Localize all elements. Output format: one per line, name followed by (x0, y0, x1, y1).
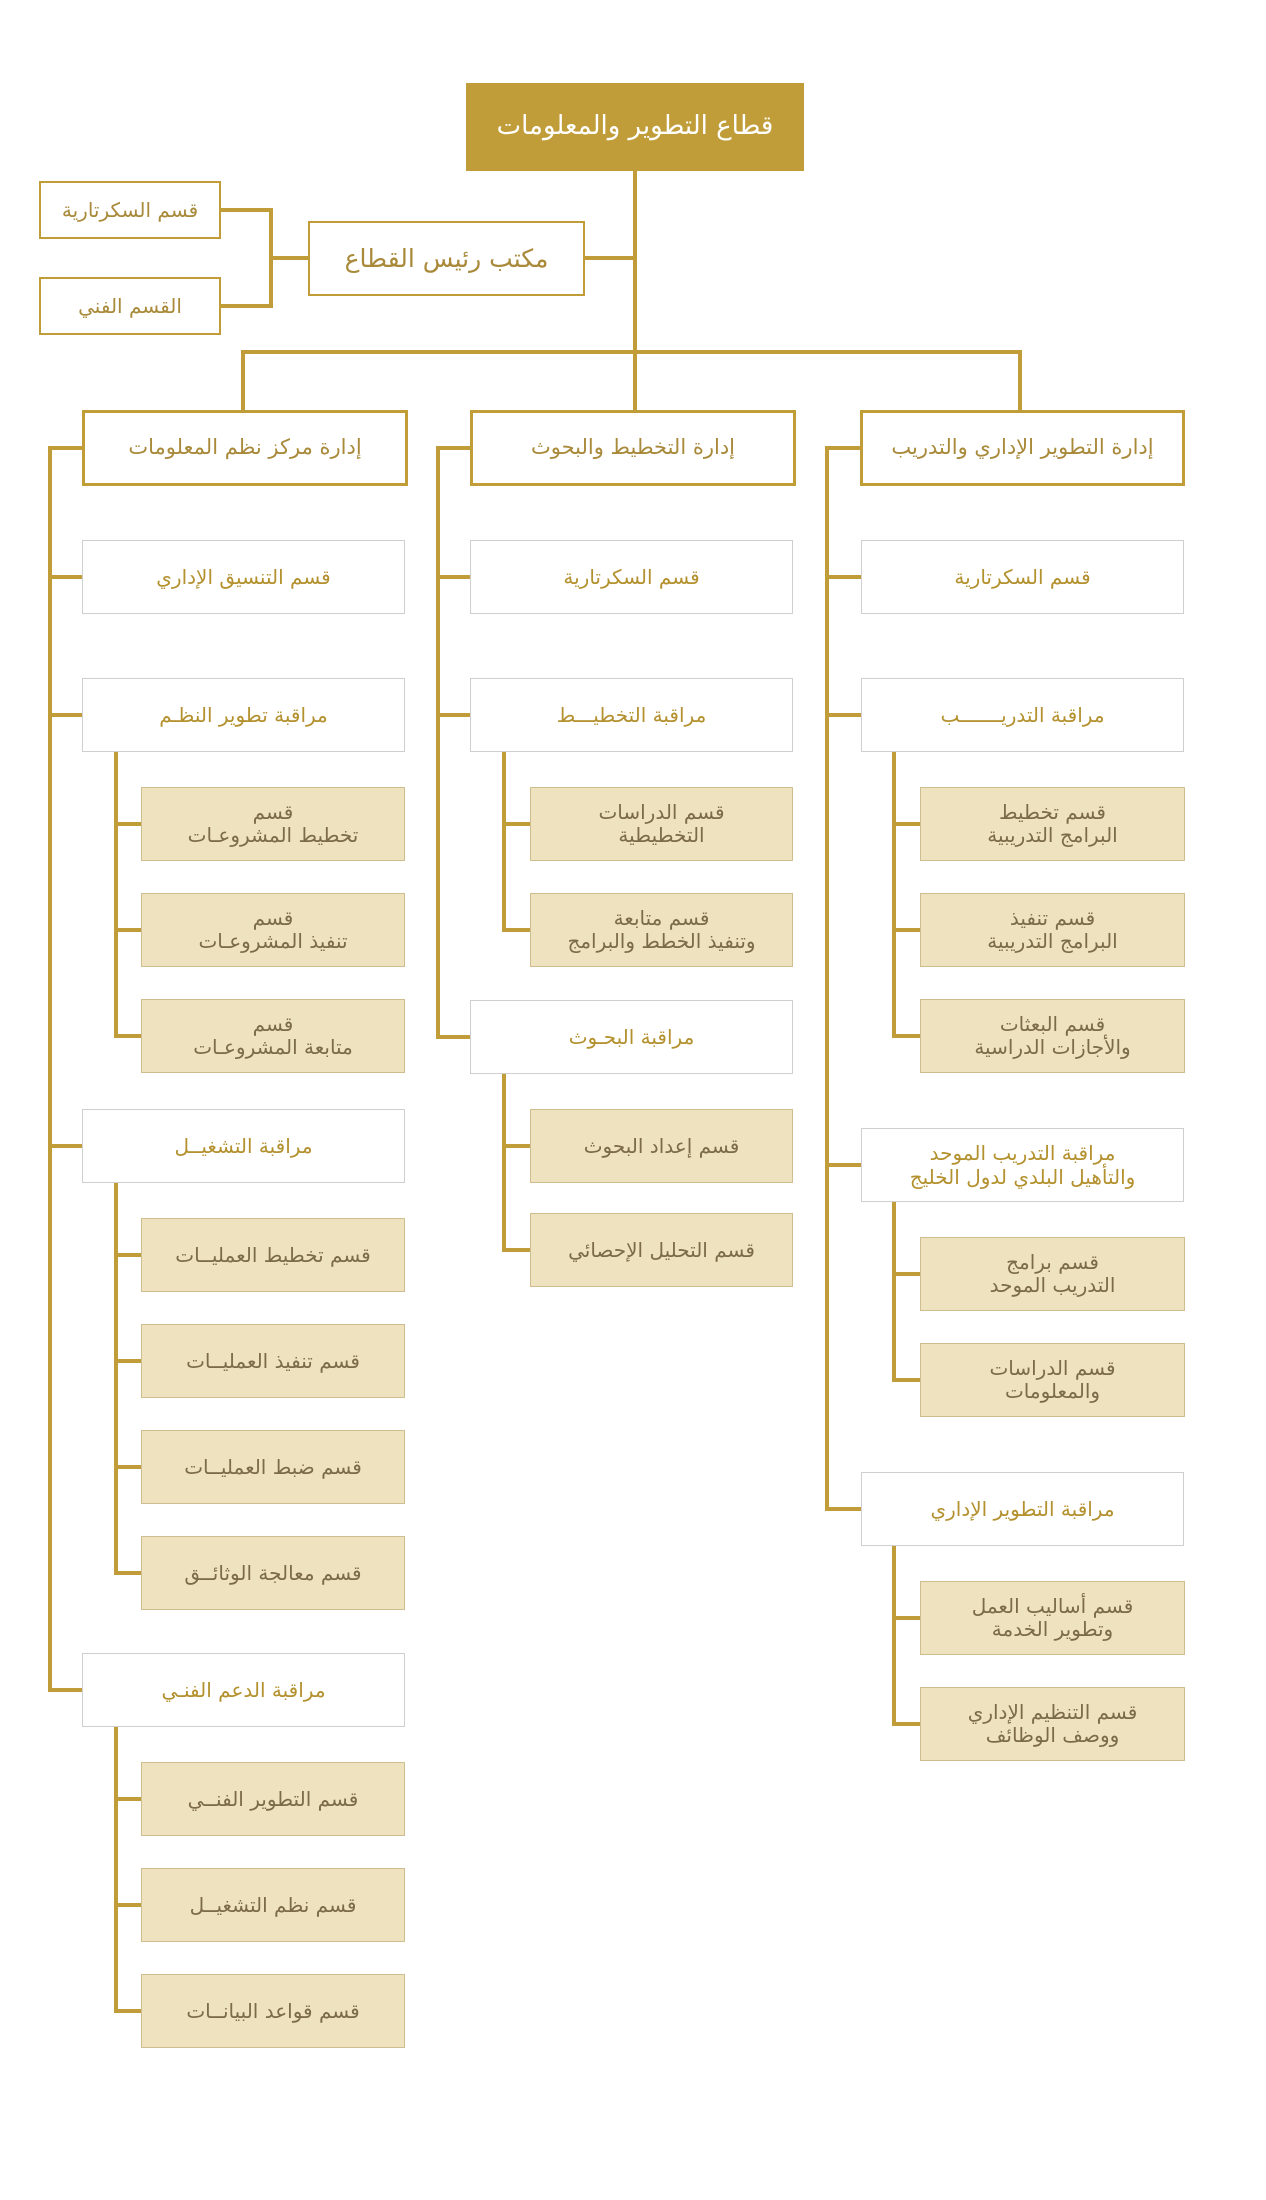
dept-secretary-planning-research[interactable]: قسم السكرتارية (470, 540, 793, 614)
section-box-planning-research-1-0[interactable]: قسم إعداد البحوث (530, 1109, 793, 1183)
unit-box-info-systems-center-2[interactable]: مراقبة الدعم الفنـي (82, 1653, 405, 1727)
dept-box-admin-development-training[interactable]: إدارة التطوير الإداري والتدريب (860, 410, 1185, 486)
section-box-planning-research-1-0-label: قسم إعداد البحوث (583, 1133, 740, 1158)
unit-box-planning-research-1[interactable]: مراقبة البحـوث (470, 1000, 793, 1074)
section-box-info-systems-center-0-2-label: متابعة المشروعـات (193, 1035, 353, 1059)
section-box-admin-development-training-2-1-label: قسم التنظيم الإداري (967, 1700, 1138, 1724)
office-technical-label: القسم الفني (78, 294, 182, 318)
section-box-admin-development-training-1-0-label: التدريب الموحد (989, 1273, 1116, 1297)
section-box-planning-research-0-1-label: وتنفيذ الخطط والبرامج (567, 929, 756, 953)
unit-box-planning-research-0[interactable]: مراقبة التخطيـــط (470, 678, 793, 752)
unit-box-info-systems-center-1-label: مراقبة التشغيــل (174, 1134, 313, 1158)
sector-title: قطاع التطوير والمعلومات (496, 111, 774, 142)
section-box-admin-development-training-0-2-label: والأجازات الدراسية (974, 1035, 1131, 1059)
section-box-info-systems-center-2-1[interactable]: قسم نظم التشغيــل (141, 1868, 405, 1942)
section-box-planning-research-0-0-label: التخطيطية (618, 823, 705, 847)
dept-box-planning-research-label: إدارة التخطيط والبحوث (530, 435, 736, 460)
section-box-info-systems-center-1-1-label: قسم تنفيذ العمليــات (186, 1348, 360, 1373)
section-box-info-systems-center-1-0[interactable]: قسم تخطيط العمليــات (141, 1218, 405, 1292)
section-box-info-systems-center-0-0-label: تخطيط المشروعـات (187, 823, 359, 847)
section-box-admin-development-training-2-0-label: قسم أساليب العمل (971, 1594, 1134, 1618)
section-box-admin-development-training-0-2-label: قسم البعثات (999, 1012, 1106, 1036)
dept-box-planning-research[interactable]: إدارة التخطيط والبحوث (470, 410, 796, 486)
section-box-info-systems-center-1-2-label: قسم ضبط العمليــات (184, 1454, 362, 1479)
sector-root-box[interactable]: قطاع التطوير والمعلومات (466, 83, 804, 171)
section-box-admin-development-training-1-0-label: قسم برامج (1006, 1250, 1099, 1274)
unit-box-admin-development-training-2[interactable]: مراقبة التطوير الإداري (861, 1472, 1184, 1546)
section-box-planning-research-1-1[interactable]: قسم التحليل الإحصائي (530, 1213, 793, 1287)
dept-secretary-info-systems-center[interactable]: قسم التنسيق الإداري (82, 540, 405, 614)
unit-box-admin-development-training-1-label: والتأهيل البلدي لدول الخليج (909, 1165, 1136, 1189)
unit-box-admin-development-training-0[interactable]: مراقبة التدريـــــــب (861, 678, 1184, 752)
section-box-info-systems-center-2-0[interactable]: قسم التطوير الفنــي (141, 1762, 405, 1836)
unit-box-info-systems-center-1[interactable]: مراقبة التشغيــل (82, 1109, 405, 1183)
unit-box-admin-development-training-2-label: مراقبة التطوير الإداري (930, 1497, 1115, 1521)
office-technical-box[interactable]: القسم الفني (39, 277, 221, 335)
section-box-planning-research-1-1-label: قسم التحليل الإحصائي (568, 1237, 755, 1262)
section-box-info-systems-center-2-2[interactable]: قسم قواعد البيانــات (141, 1974, 405, 2048)
section-box-info-systems-center-1-2[interactable]: قسم ضبط العمليــات (141, 1430, 405, 1504)
section-box-info-systems-center-0-0-label: قسم (252, 800, 294, 824)
dept-secretary-admin-development-training-label: قسم السكرتارية (954, 565, 1091, 589)
section-box-info-systems-center-0-2-label: قسم (252, 1012, 294, 1036)
head-office-box[interactable]: مكتب رئيس القطاع (308, 221, 585, 296)
section-box-admin-development-training-2-0-label: وتطوير الخدمة (991, 1617, 1114, 1641)
section-box-info-systems-center-0-1-label: تنفيذ المشروعـات (198, 929, 348, 953)
dept-box-info-systems-center-label: إدارة مركز نظم المعلومات (128, 435, 362, 460)
section-box-admin-development-training-1-1-label: قسم الدراسات (989, 1356, 1116, 1380)
dept-secretary-admin-development-training[interactable]: قسم السكرتارية (861, 540, 1184, 614)
section-box-admin-development-training-0-1-label: البرامج التدريبية (987, 929, 1118, 953)
section-box-info-systems-center-1-3-label: قسم معالجة الوثائــق (184, 1560, 362, 1585)
section-box-info-systems-center-2-2-label: قسم قواعد البيانــات (186, 1998, 360, 2023)
unit-box-planning-research-1-label: مراقبة البحـوث (568, 1025, 695, 1049)
section-box-info-systems-center-2-0-label: قسم التطوير الفنــي (187, 1786, 359, 1811)
unit-box-planning-research-0-label: مراقبة التخطيـــط (556, 703, 707, 727)
dept-box-admin-development-training-label: إدارة التطوير الإداري والتدريب (891, 435, 1154, 460)
section-box-admin-development-training-0-1-label: قسم تنفيذ (1009, 906, 1096, 930)
section-box-info-systems-center-1-1[interactable]: قسم تنفيذ العمليــات (141, 1324, 405, 1398)
section-box-info-systems-center-1-3[interactable]: قسم معالجة الوثائــق (141, 1536, 405, 1610)
section-box-info-systems-center-0-1-label: قسم (252, 906, 294, 930)
unit-box-admin-development-training-0-label: مراقبة التدريـــــــب (940, 703, 1105, 727)
section-box-planning-research-0-1-label: قسم متابعة (613, 906, 710, 930)
dept-secretary-planning-research-label: قسم السكرتارية (563, 565, 700, 589)
office-secretary-label: قسم السكرتارية (61, 198, 199, 222)
unit-box-admin-development-training-1-label: مراقبة التدريب الموحد (929, 1141, 1116, 1165)
section-box-info-systems-center-2-1-label: قسم نظم التشغيــل (189, 1892, 357, 1917)
unit-box-info-systems-center-0-label: مراقبة تطوير النظـم (159, 703, 328, 727)
section-box-admin-development-training-0-0-label: قسم تخطيط (999, 800, 1106, 824)
section-box-planning-research-0-0-label: قسم الدراسات (598, 800, 725, 824)
office-secretary-box[interactable]: قسم السكرتارية (39, 181, 221, 239)
dept-secretary-info-systems-center-label: قسم التنسيق الإداري (156, 565, 331, 589)
section-box-info-systems-center-1-0-label: قسم تخطيط العمليــات (175, 1242, 371, 1267)
section-box-admin-development-training-2-1-label: ووصف الوظائف (985, 1723, 1120, 1747)
head-office-label: مكتب رئيس القطاع (344, 243, 549, 273)
unit-box-info-systems-center-2-label: مراقبة الدعم الفنـي (161, 1678, 326, 1702)
unit-box-info-systems-center-0[interactable]: مراقبة تطوير النظـم (82, 678, 405, 752)
dept-box-info-systems-center[interactable]: إدارة مركز نظم المعلومات (82, 410, 408, 486)
section-box-admin-development-training-0-0-label: البرامج التدريبية (987, 823, 1118, 847)
section-box-admin-development-training-1-1-label: والمعلومات (1004, 1379, 1101, 1403)
